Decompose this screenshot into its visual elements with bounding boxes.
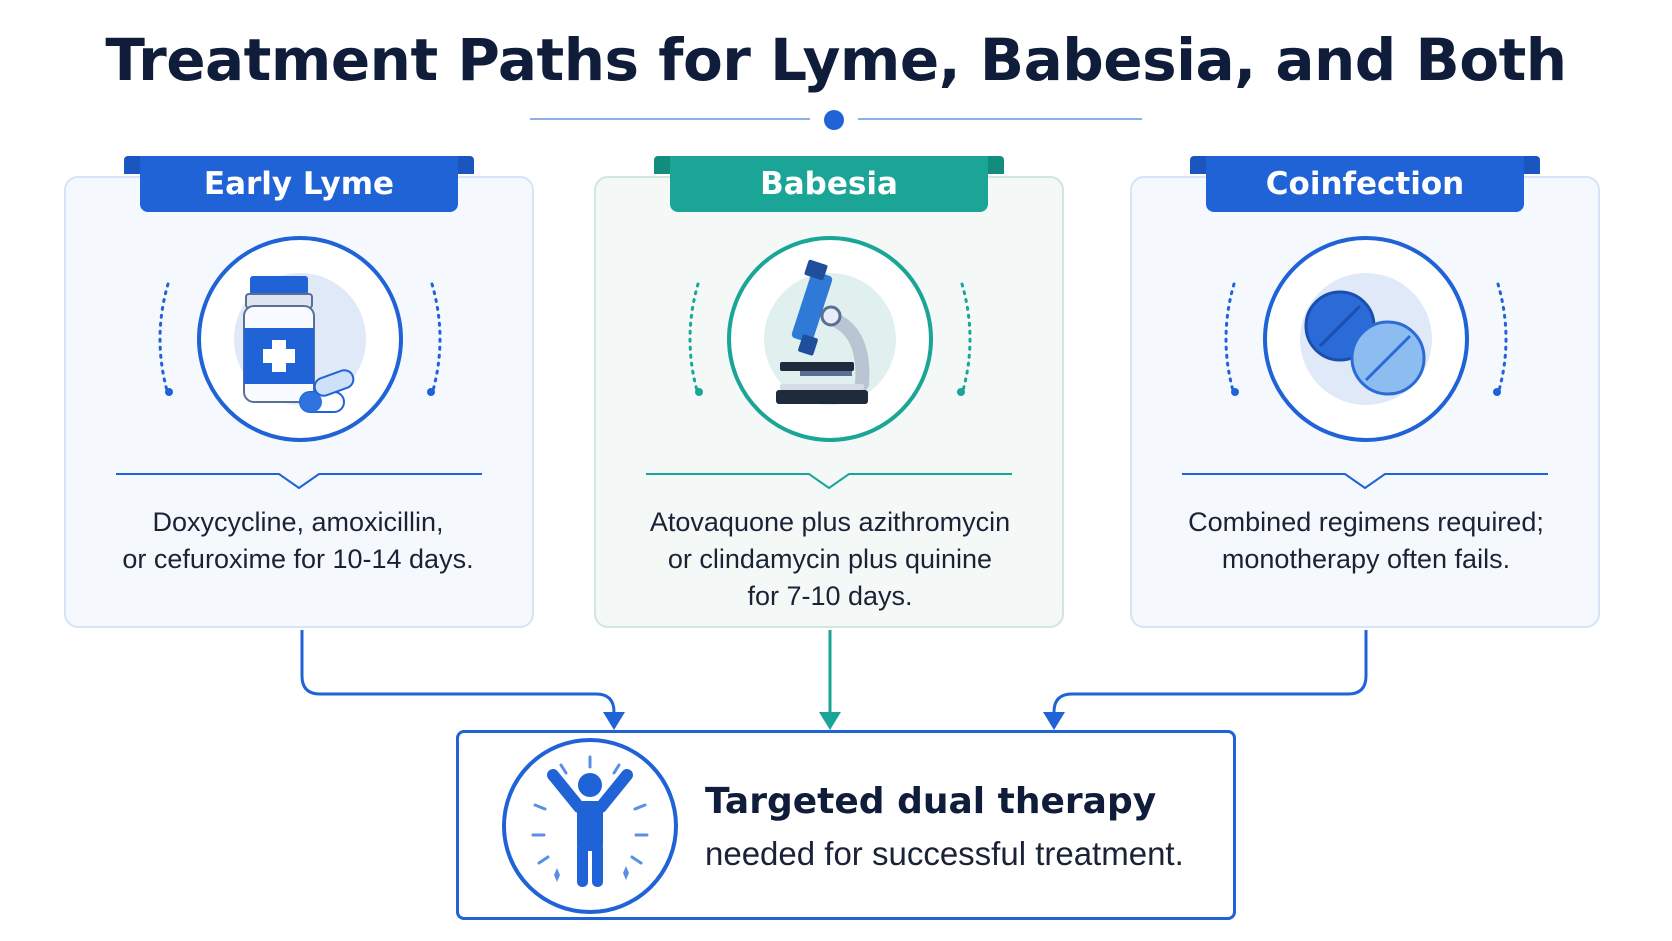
connector-early-lyme bbox=[300, 630, 616, 718]
connector-coinfection bbox=[1052, 630, 1368, 718]
microscope-icon bbox=[680, 234, 980, 444]
tab-babesia: Babesia bbox=[654, 156, 1004, 212]
person-success-icon bbox=[499, 735, 681, 917]
divider-babesia bbox=[646, 473, 1012, 490]
arrowhead-babesia bbox=[819, 712, 841, 730]
tab-label-babesia: Babesia bbox=[670, 156, 988, 212]
result-box: Targeted dual therapy needed for success… bbox=[456, 730, 1236, 920]
description-babesia: Atovaquone plus azithromycin or clindamy… bbox=[649, 507, 1011, 611]
result-title: Targeted dual therapy bbox=[705, 781, 1157, 822]
pills-icon bbox=[1216, 234, 1516, 444]
arrowhead-early-lyme bbox=[603, 712, 625, 730]
title-divider-dot bbox=[824, 110, 844, 130]
result-subtitle: needed for successful treatment. bbox=[705, 835, 1184, 872]
description-early-lyme: Doxycycline, amoxicillin, or cefuroxime … bbox=[122, 507, 474, 574]
tab-early-lyme: Early Lyme bbox=[124, 156, 474, 212]
page-title: Treatment Paths for Lyme, Babesia, and B… bbox=[105, 26, 1567, 94]
description-coinfection: Combined regimens required; monotherapy … bbox=[1188, 507, 1544, 574]
arrowhead-coinfection bbox=[1043, 712, 1065, 730]
divider-early-lyme bbox=[116, 473, 482, 490]
medicine-bottle-icon bbox=[150, 234, 450, 444]
tab-label-coinfection: Coinfection bbox=[1206, 156, 1524, 212]
divider-coinfection bbox=[1182, 473, 1548, 490]
title-divider bbox=[530, 104, 1142, 134]
tab-coinfection: Coinfection bbox=[1190, 156, 1540, 212]
tab-label-early-lyme: Early Lyme bbox=[140, 156, 458, 212]
